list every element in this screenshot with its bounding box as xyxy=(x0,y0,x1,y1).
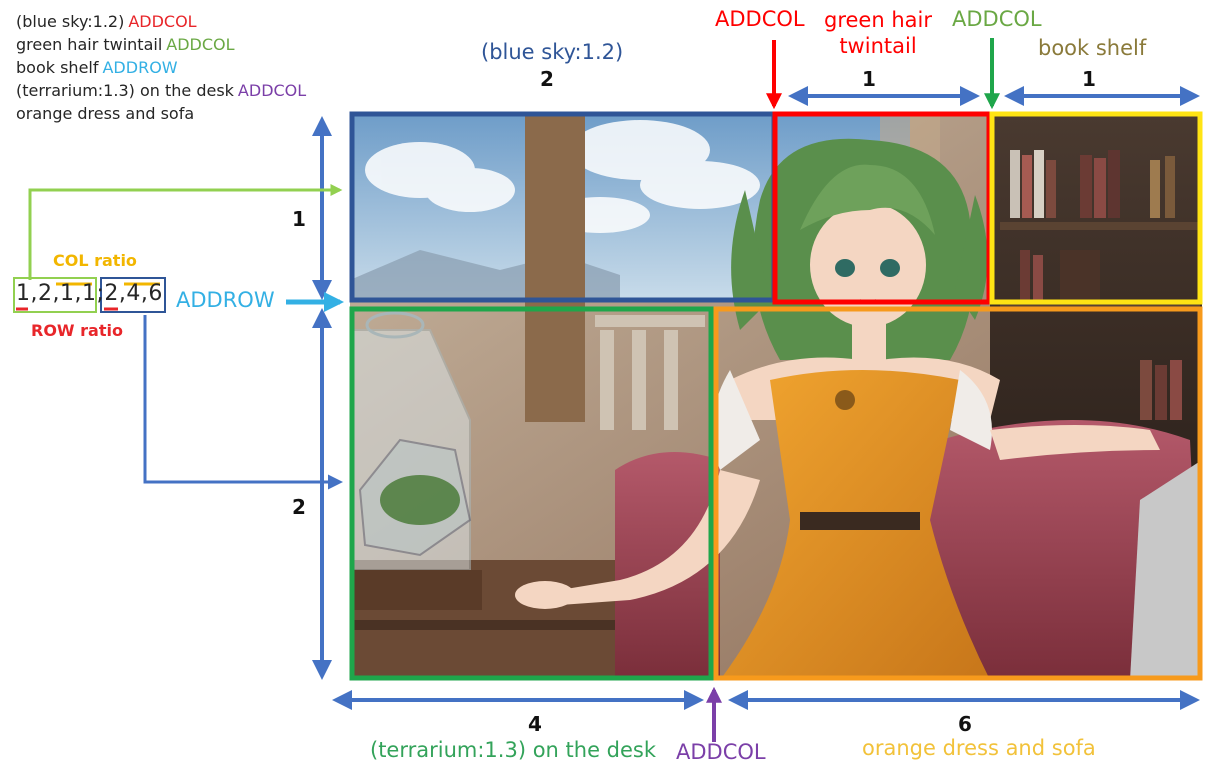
prompt-keyword-addcol: ADDCOL xyxy=(166,35,235,54)
prompt-line-text: book shelf xyxy=(16,58,99,77)
row1-ratio-connector xyxy=(28,184,343,280)
prompt-line-5: orange dress and sofa xyxy=(16,102,346,125)
addrow-label: ADDROW xyxy=(176,288,275,312)
prompt-line-1: (blue sky:1.2)ADDCOL xyxy=(16,10,346,33)
terrarium-label: (terrarium:1.3) on the desk xyxy=(370,738,657,762)
hair-label: green hair twintail xyxy=(816,7,940,59)
hair-addcol-keyword: ADDCOL xyxy=(715,7,805,31)
hair-label-line2: twintail xyxy=(839,34,917,58)
prompt-line-text: green hair twintail xyxy=(16,35,163,54)
row2-ratio-box xyxy=(100,277,166,313)
row2-ratio-number: 2 xyxy=(292,495,306,519)
shelf-label: book shelf xyxy=(1038,36,1147,60)
dress-region-box xyxy=(713,306,1203,681)
blue-sky-ratio: 2 xyxy=(540,67,554,91)
blue-sky-label: (blue sky:1.2) xyxy=(481,40,624,64)
sofa-right xyxy=(900,420,1202,680)
prompt-line-text: orange dress and sofa xyxy=(16,104,195,123)
dress-label: orange dress and sofa xyxy=(862,736,1096,760)
balcony xyxy=(595,315,705,430)
prompt-line-text: (terrarium:1.3) on the desk xyxy=(16,81,234,100)
dress-ratio: 6 xyxy=(958,712,972,736)
row2-ratio-connector xyxy=(143,315,343,490)
terrarium-illustration xyxy=(351,311,482,610)
bottom-addcol-keyword: ADDCOL xyxy=(676,740,766,764)
hair-label-line1: green hair xyxy=(824,8,932,32)
prompt-text-block: (blue sky:1.2)ADDCOL green hair twintail… xyxy=(16,10,346,125)
ratio-code: 1,2,1,1;2,4,6 xyxy=(16,281,163,306)
row1-ratio-number: 1 xyxy=(292,207,306,231)
books xyxy=(1000,150,1200,420)
shelf-region-box xyxy=(989,111,1203,305)
girl-illustration xyxy=(515,138,1160,680)
prompt-keyword-addcol: ADDCOL xyxy=(237,81,307,100)
shelf-addcol-keyword: ADDCOL xyxy=(952,7,1042,31)
col-ratio-label: COL ratio xyxy=(53,251,137,270)
prompt-line-text: (blue sky:1.2) xyxy=(16,12,125,31)
terrarium-region-box xyxy=(349,306,714,681)
terrarium-ratio: 4 xyxy=(528,712,542,736)
hair-ratio: 1 xyxy=(862,67,876,91)
row-ratio-label: ROW ratio xyxy=(31,321,123,340)
prompt-keyword-addcol: ADDCOL xyxy=(128,12,197,31)
row1-ratio-box xyxy=(13,277,97,313)
prompt-keyword-addrow: ADDROW xyxy=(102,58,178,77)
sofa-cushion xyxy=(1130,460,1202,680)
hair-region-box xyxy=(772,111,992,305)
shelf-ratio: 1 xyxy=(1082,67,1096,91)
wooden-post xyxy=(525,112,585,422)
